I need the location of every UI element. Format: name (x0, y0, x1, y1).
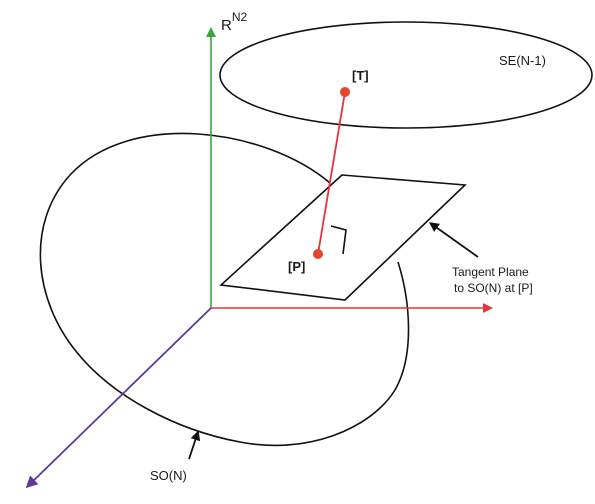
diagonal-axis (25, 307, 212, 489)
tangent-plane-label-line1: Tangent Plane (452, 265, 529, 279)
vertical-axis-label: RN2 (221, 10, 248, 34)
se-ellipse (219, 21, 593, 129)
tangent-plane-label-line2: to SO(N) at [P] (454, 281, 533, 295)
so-manifold-label: SO(N) (150, 468, 187, 483)
tangent-plane (219, 174, 467, 301)
right-angle-marker (330, 225, 347, 255)
so-manifold-pointer (188, 430, 201, 460)
vertical-axis-label-base: R (221, 17, 232, 34)
projection-line (317, 91, 346, 255)
point-p (313, 249, 323, 259)
tangent-plane-pointer (428, 222, 479, 258)
point-t-label: [T] (352, 68, 369, 83)
point-t (340, 87, 350, 97)
se-ellipse-label: SE(N-1) (499, 53, 546, 68)
point-p-label: [P] (288, 259, 305, 274)
so-manifold-outline (39, 132, 410, 447)
vertical-axis-label-superscript: N2 (232, 10, 248, 24)
